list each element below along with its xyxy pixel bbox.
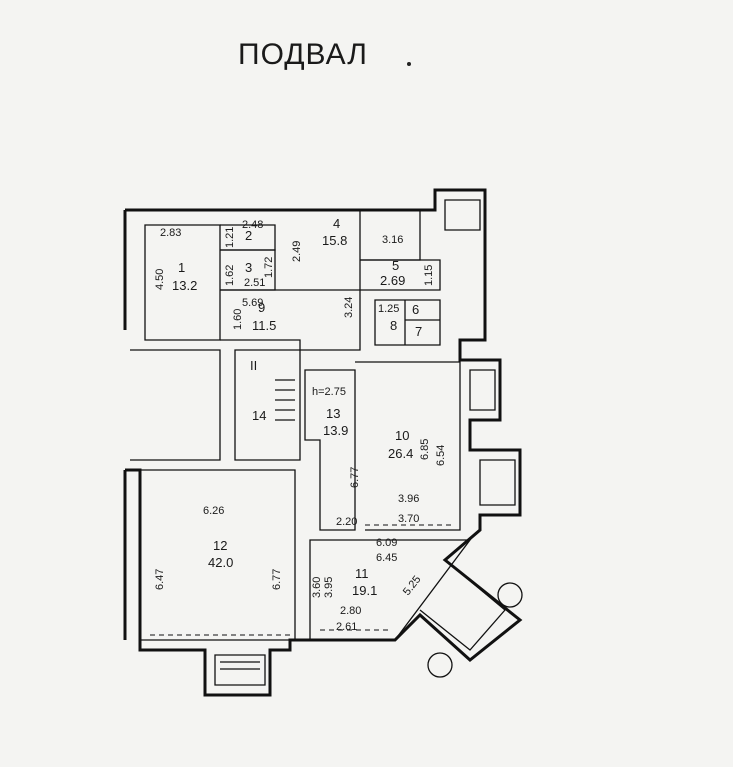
room13-wall <box>304 369 356 531</box>
dim-1-60: 1.60 <box>232 309 244 330</box>
round-column-1 <box>497 582 523 608</box>
room5-wall <box>360 259 441 291</box>
dim-3-70: 3.70 <box>398 513 419 525</box>
room10-wall <box>355 361 461 531</box>
dim-6-09: 6.09 <box>376 537 397 549</box>
dim-2-20: 2.20 <box>336 516 357 528</box>
room-7-number: 7 <box>415 324 422 339</box>
room-9-area: 11.5 <box>252 318 276 333</box>
dim-5-25: 5.25 <box>401 574 424 598</box>
room-8-number: 8 <box>390 318 397 333</box>
round-column-2 <box>427 652 453 678</box>
dim-2-51: 2.51 <box>244 277 265 289</box>
dim-3-24: 3.24 <box>343 297 355 318</box>
room-6-number: 6 <box>412 302 419 317</box>
corridor-9 <box>220 289 361 351</box>
room-4-number: 4 <box>333 216 340 231</box>
room-9-number: 9 <box>258 300 265 315</box>
room-5-area: 2.69 <box>380 273 405 288</box>
entrance-steps <box>214 654 266 686</box>
dim-2-61: 2.61 <box>336 621 357 633</box>
stair14-wall <box>234 349 301 461</box>
dim-4-50: 4.50 <box>154 269 166 290</box>
dim-2-80: 2.80 <box>340 605 361 617</box>
entrance-bay <box>419 559 506 651</box>
dim-2-49: 2.49 <box>291 241 303 262</box>
stair-steps <box>275 379 295 421</box>
dim-1-15: 1.15 <box>423 265 435 286</box>
room12-wall <box>140 469 296 641</box>
bay-top-right <box>444 199 481 231</box>
dim-3-60: 3.60 <box>311 577 323 598</box>
stair-label: II <box>250 358 257 373</box>
bay-right-2 <box>479 459 516 506</box>
dim-6-77-b: 6.77 <box>271 569 283 590</box>
dim-2-48: 2.48 <box>242 219 263 231</box>
room-11-number: 11 <box>355 566 369 581</box>
room6-8-wall <box>374 299 441 346</box>
room-2-number: 2 <box>245 228 252 243</box>
dim-3-16: 3.16 <box>382 234 403 246</box>
dim-1-25: 1.25 <box>378 303 399 315</box>
dim-2-83: 2.83 <box>160 227 181 239</box>
dim-6-85: 6.85 <box>419 439 431 460</box>
outer-wall <box>125 188 523 697</box>
dim-5-69: 5.69 <box>242 297 263 309</box>
room-1-number: 1 <box>178 260 185 275</box>
dim-3-96: 3.96 <box>398 493 419 505</box>
room-5-number: 5 <box>392 258 399 273</box>
left-block <box>130 349 221 461</box>
room-14-number: 14 <box>252 408 266 423</box>
height-note: h=2.75 <box>312 386 346 398</box>
room-13-area: 13.9 <box>323 423 348 438</box>
bay-right-1 <box>469 369 496 411</box>
room-10-number: 10 <box>395 428 409 443</box>
dim-6-47: 6.47 <box>154 569 166 590</box>
room-10-area: 26.4 <box>388 446 413 461</box>
dim-3-95: 3.95 <box>323 577 335 598</box>
dim-6-45: 6.45 <box>376 552 397 564</box>
page-title: ПОДВАЛ <box>238 38 368 71</box>
room11-wall <box>309 539 472 641</box>
room-11-area: 19.1 <box>352 583 377 598</box>
title-dot <box>407 62 411 66</box>
dim-6-26: 6.26 <box>203 505 224 517</box>
dim-1-21: 1.21 <box>224 227 236 248</box>
dim-6-54: 6.54 <box>435 445 447 466</box>
room-12-area: 42.0 <box>208 555 233 570</box>
dim-6-77-a: 6.77 <box>349 467 361 488</box>
room-4-area: 15.8 <box>322 233 347 248</box>
room-1-area: 13.2 <box>172 278 197 293</box>
room-3-number: 3 <box>245 260 252 275</box>
room-13-number: 13 <box>326 406 340 421</box>
room-12-number: 12 <box>213 538 227 553</box>
dim-1-62: 1.62 <box>224 265 236 286</box>
dim-1-72: 1.72 <box>263 257 275 278</box>
